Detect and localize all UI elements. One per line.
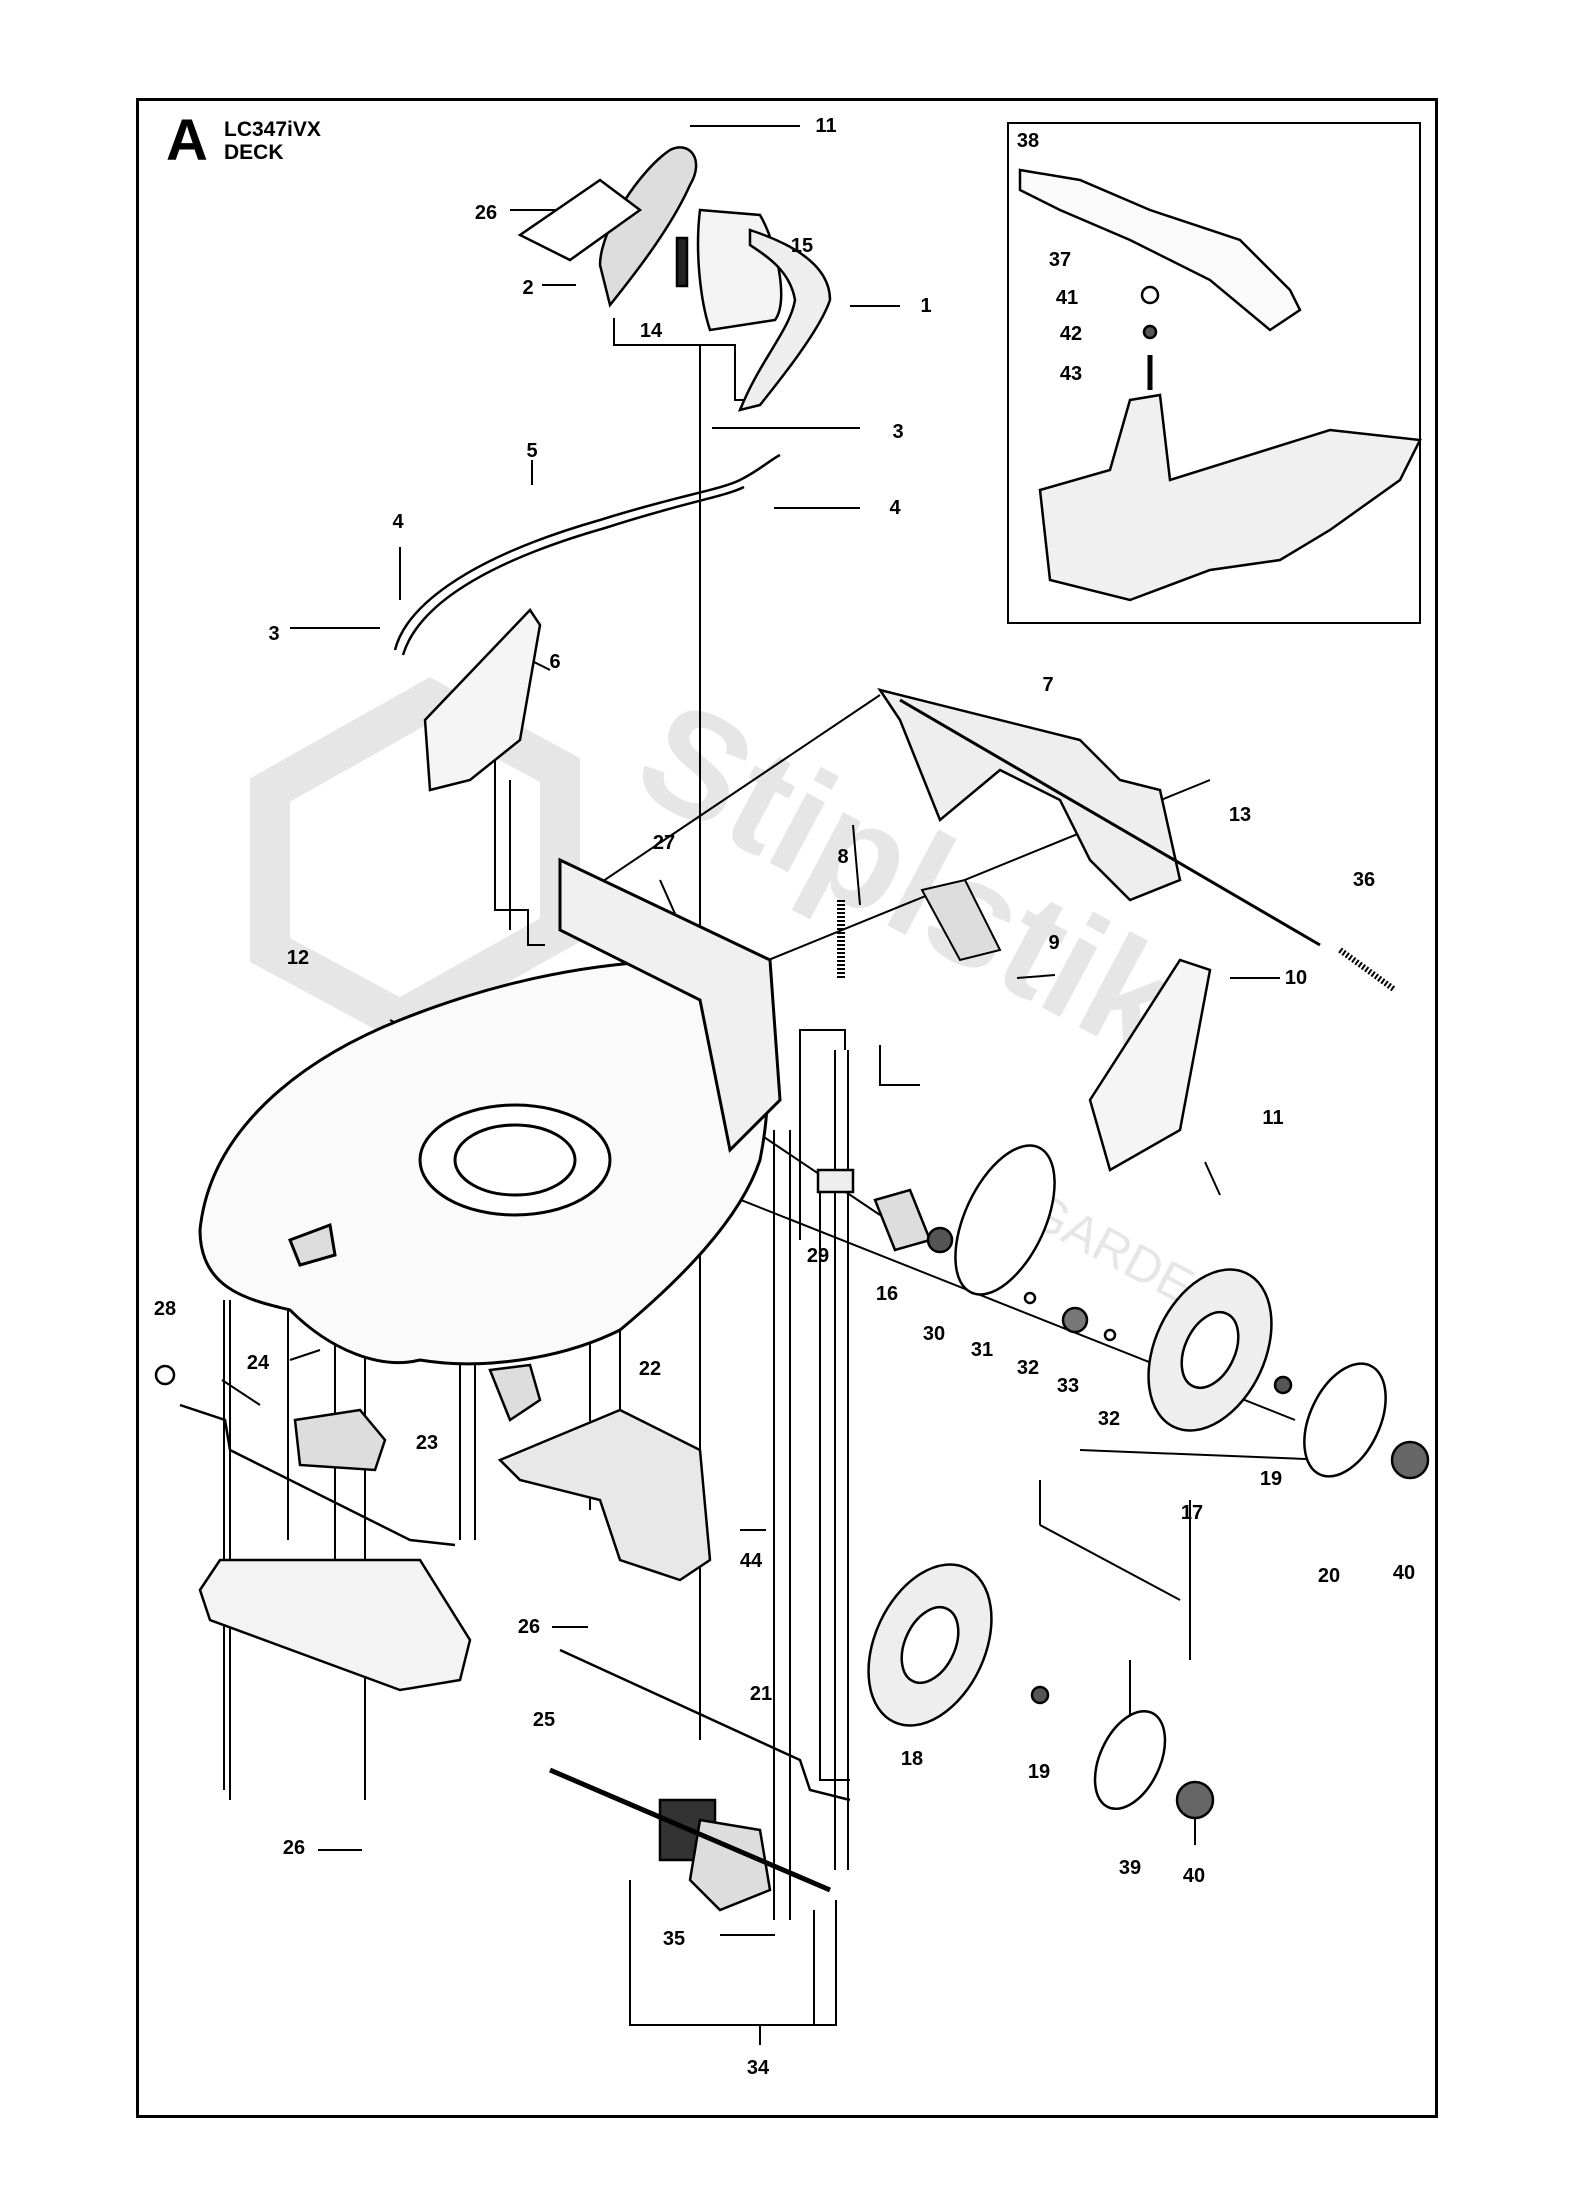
- title-block: LC347iVX DECK: [224, 118, 321, 164]
- callout-19: 19: [1259, 1468, 1283, 1490]
- callout-25: 25: [532, 1709, 556, 1731]
- hub-39: [1093, 1709, 1167, 1811]
- callout-30: 30: [922, 1323, 946, 1345]
- callout-27: 27: [652, 832, 676, 854]
- height-bracket-left: [423, 608, 542, 792]
- part-30: [926, 1226, 954, 1254]
- callout-34: 34: [746, 2057, 770, 2079]
- rear-guard: [488, 1363, 712, 1582]
- callout-33: 33: [1056, 1375, 1080, 1397]
- callout-6: 6: [549, 651, 561, 673]
- washer-42: [1142, 324, 1158, 340]
- callout-2: 2: [522, 277, 534, 299]
- callout-37: 37: [1048, 249, 1072, 271]
- callout-31: 31: [970, 1339, 994, 1361]
- rod-21: [559, 1648, 851, 1802]
- drive-shaft: [549, 1767, 831, 1893]
- nut-19a: [1273, 1375, 1293, 1395]
- gearbox: [688, 1818, 772, 1912]
- callout-9: 9: [1048, 932, 1060, 954]
- callout-28: 28: [153, 1298, 177, 1320]
- callout-16: 16: [875, 1283, 899, 1305]
- frame-25: [198, 1558, 472, 1692]
- callout-38: 38: [1016, 130, 1040, 152]
- callout-41: 41: [1055, 287, 1079, 309]
- callout-4: 4: [392, 511, 404, 533]
- bracket-22: [488, 1363, 542, 1422]
- grass-bag-frame: [877, 688, 1182, 902]
- cap-40b: [1175, 1780, 1215, 1820]
- nut-19b: [1030, 1685, 1050, 1705]
- callout-32: 32: [1016, 1357, 1040, 1379]
- part-31: [954, 1144, 1056, 1296]
- spring-36: [1338, 947, 1397, 993]
- washer-41: [1140, 285, 1160, 305]
- callout-7: 7: [1042, 674, 1054, 696]
- callout-12: 12: [286, 947, 310, 969]
- callout-13: 13: [1228, 804, 1252, 826]
- control-rod: [393, 453, 781, 656]
- blade-inset-box: [1007, 122, 1421, 624]
- front-parts: [154, 1364, 472, 1692]
- blade-adapter: [1038, 393, 1422, 602]
- part-33: [1061, 1306, 1089, 1334]
- callout-40: 40: [1182, 1865, 1206, 1887]
- callout-26: 26: [474, 202, 498, 224]
- callout-39: 39: [1118, 1857, 1142, 1879]
- callout-29: 29: [806, 1245, 830, 1267]
- callout-36: 36: [1352, 869, 1376, 891]
- callout-20: 20: [1317, 1565, 1341, 1587]
- washer-32a: [1023, 1291, 1037, 1305]
- cap-40a: [1390, 1440, 1430, 1480]
- height-bracket-right: [1088, 958, 1212, 1172]
- callout-43: 43: [1059, 363, 1083, 385]
- callout-11: 11: [1262, 1107, 1284, 1129]
- section-letter: A: [166, 108, 208, 173]
- callout-3: 3: [892, 421, 904, 443]
- callout-24: 24: [246, 1352, 270, 1374]
- part-16: [873, 1188, 932, 1252]
- diagram-frame: [136, 98, 1438, 2118]
- washer-28: [154, 1364, 176, 1386]
- model-name: LC347iVX: [224, 118, 321, 141]
- rear-rod: [899, 698, 1321, 947]
- callout-19: 19: [1027, 1761, 1051, 1783]
- assembly-name: DECK: [224, 141, 284, 165]
- motor-assembly: [549, 1648, 851, 1912]
- callout-26: 26: [517, 1616, 541, 1638]
- hub-20: [1303, 1362, 1387, 1478]
- callout-11: 11: [815, 115, 837, 137]
- callout-35: 35: [662, 1928, 686, 1950]
- axle-24: [179, 1403, 456, 1547]
- callout-44: 44: [739, 1550, 763, 1572]
- callout-5: 5: [526, 440, 538, 462]
- callout-22: 22: [638, 1358, 662, 1380]
- callout-8: 8: [837, 846, 849, 868]
- callout-18: 18: [900, 1748, 924, 1770]
- blade-inset-drawing: [1018, 168, 1422, 602]
- callout-3: 3: [268, 623, 280, 645]
- callout-23: 23: [415, 1432, 439, 1454]
- blade: [1018, 168, 1302, 332]
- callout-17: 17: [1180, 1502, 1204, 1524]
- callout-1: 1: [920, 295, 932, 317]
- bushing-29: [816, 1168, 855, 1194]
- callout-32: 32: [1097, 1408, 1121, 1430]
- bracket-9: [920, 878, 1002, 962]
- callout-14: 14: [639, 320, 663, 342]
- mower-deck: [198, 857, 782, 1366]
- rear-wheel-parts: [816, 1144, 1430, 1820]
- callout-15: 15: [790, 235, 814, 257]
- washer-32b: [1103, 1328, 1117, 1342]
- callout-21: 21: [749, 1683, 773, 1705]
- handle-assembly: [517, 146, 832, 412]
- callout-10: 10: [1284, 967, 1308, 989]
- plate-23: [293, 1408, 387, 1472]
- callout-40: 40: [1392, 1562, 1416, 1584]
- callout-26: 26: [282, 1837, 306, 1859]
- callout-42: 42: [1059, 323, 1083, 345]
- callout-4: 4: [889, 497, 901, 519]
